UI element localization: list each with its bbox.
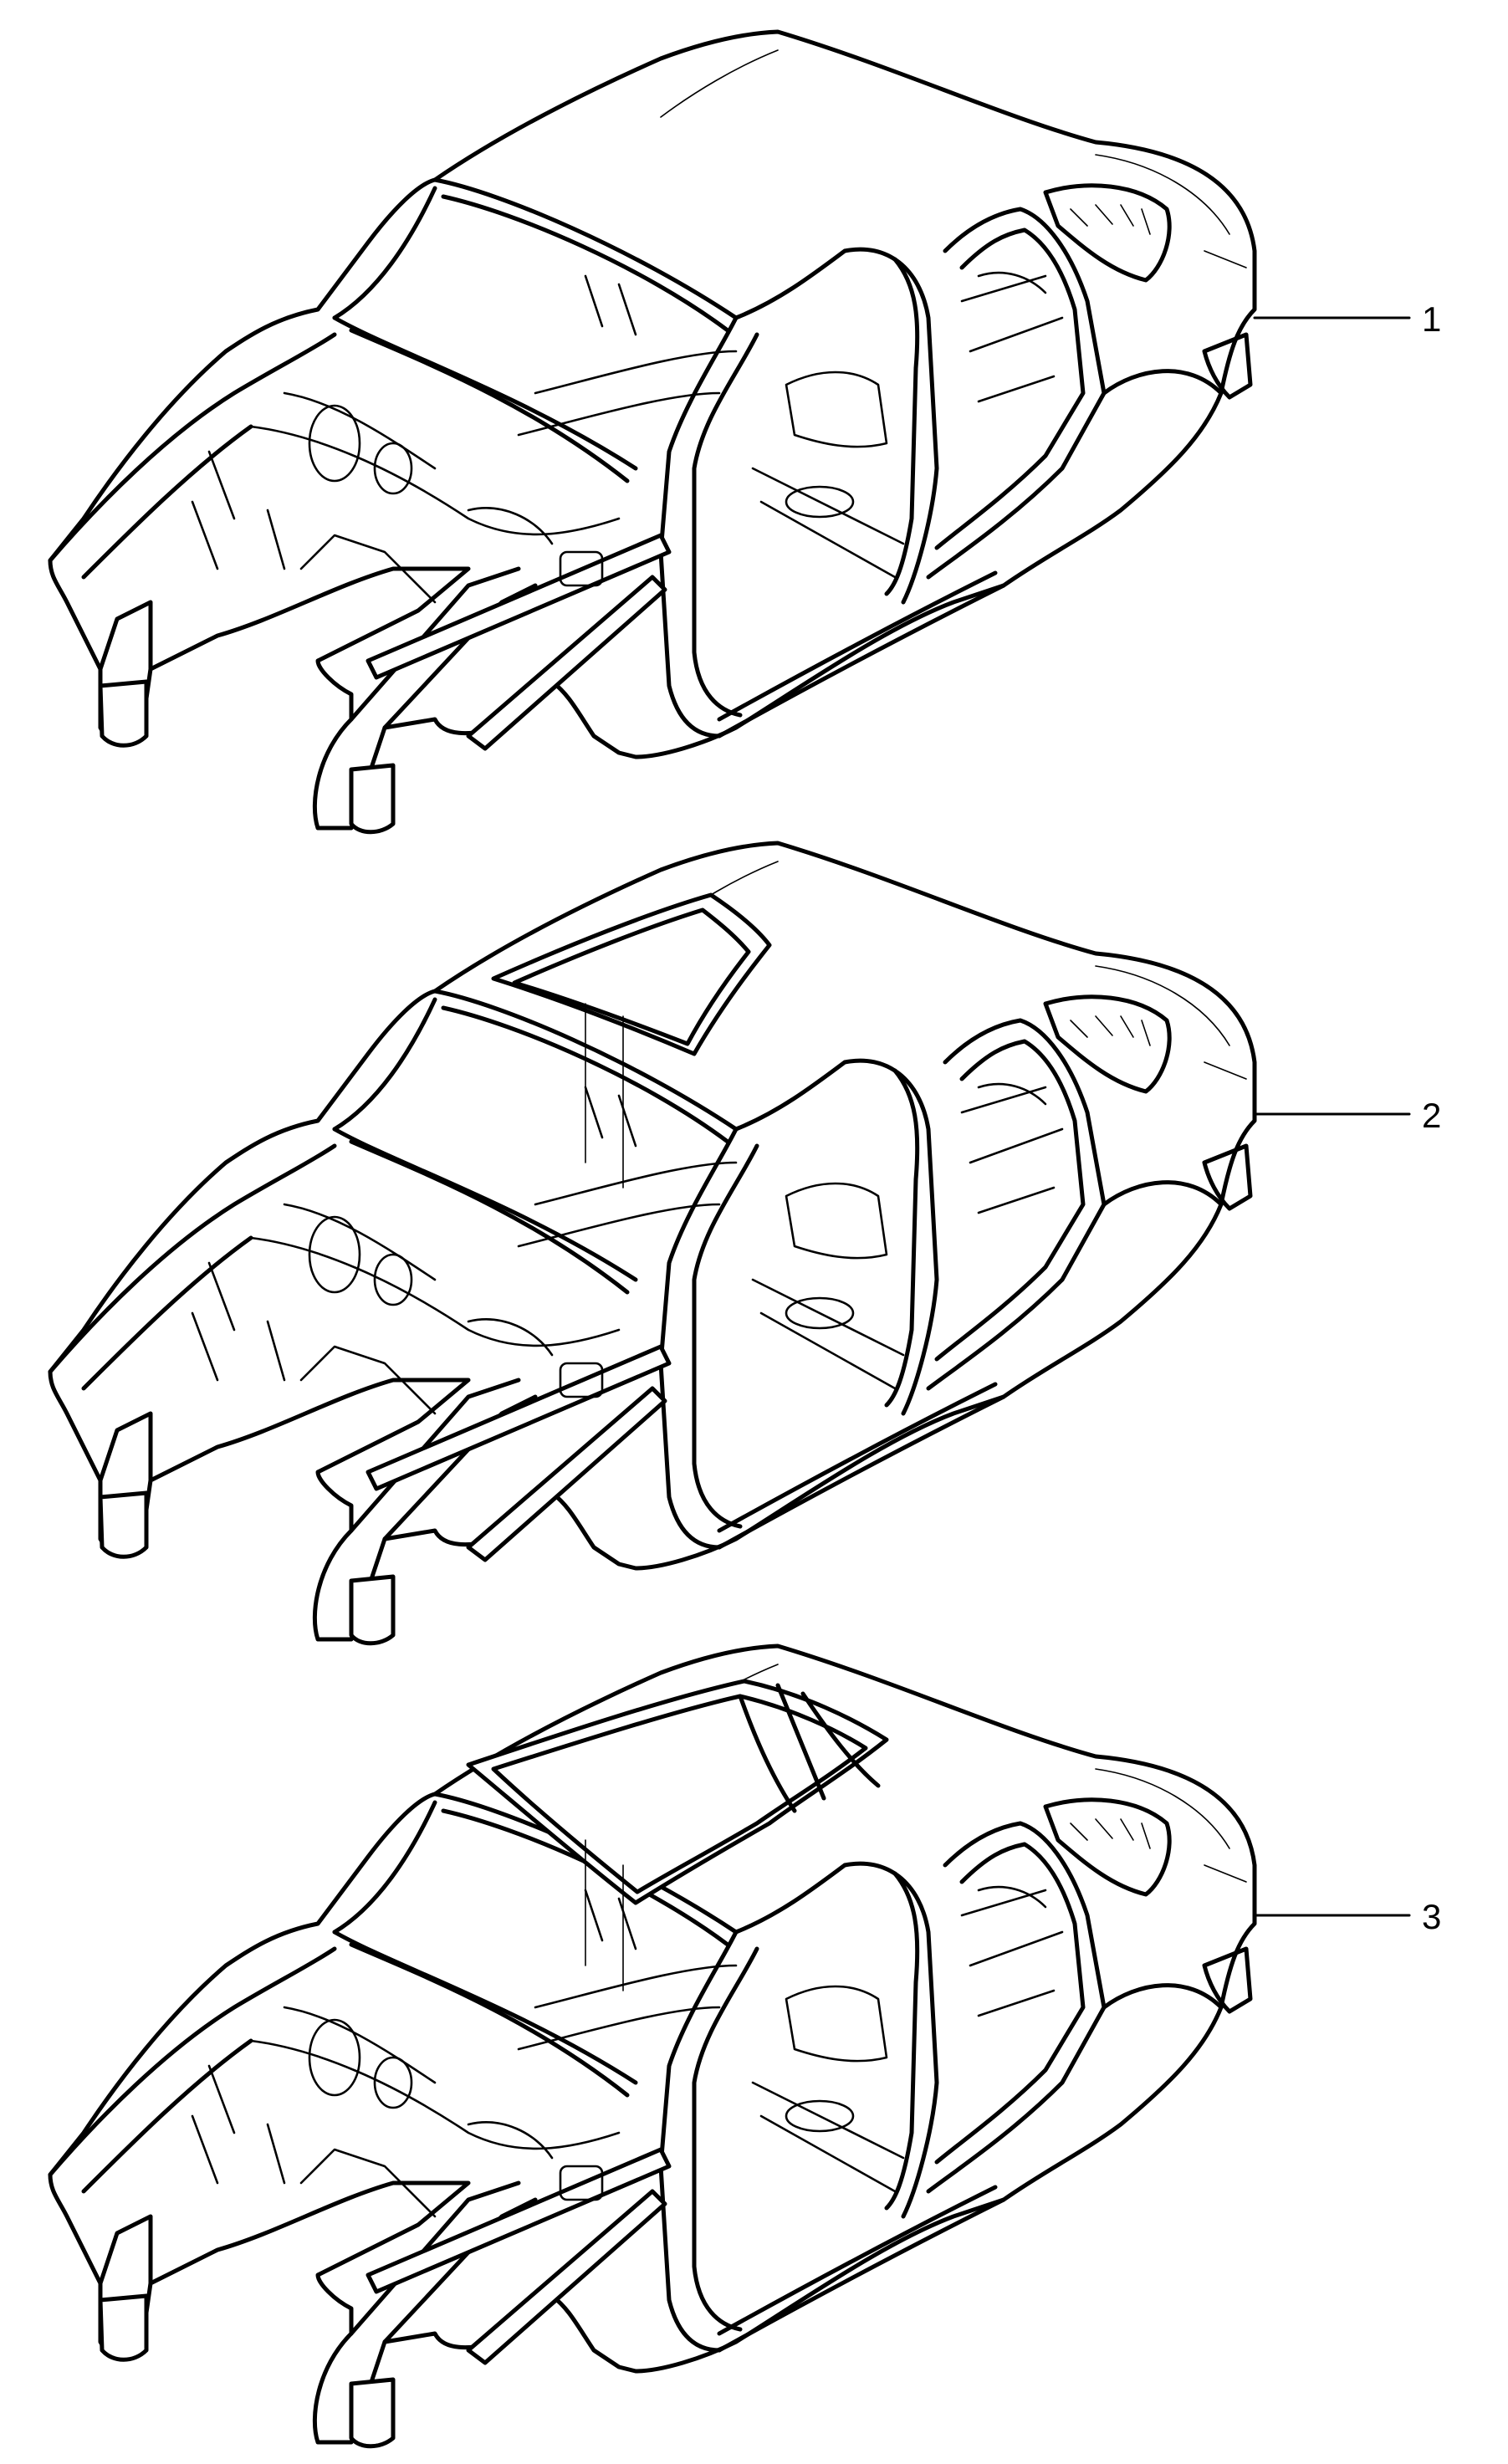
callout-number-1: 1 — [1422, 299, 1441, 339]
sunroof-opening — [491, 892, 772, 1189]
body-shell-variant-1 — [50, 32, 1255, 832]
body-shell-variant-3 — [50, 1646, 1255, 2446]
callout-3: 3 — [1253, 1897, 1441, 1936]
panoramic-roof-opening — [466, 1679, 889, 1991]
callout-number-3: 3 — [1422, 1897, 1441, 1936]
body-shell-variant-2 — [50, 843, 1255, 1644]
callout-number-2: 2 — [1422, 1096, 1441, 1135]
callout-1: 1 — [1253, 299, 1441, 339]
callout-2: 2 — [1253, 1096, 1441, 1135]
